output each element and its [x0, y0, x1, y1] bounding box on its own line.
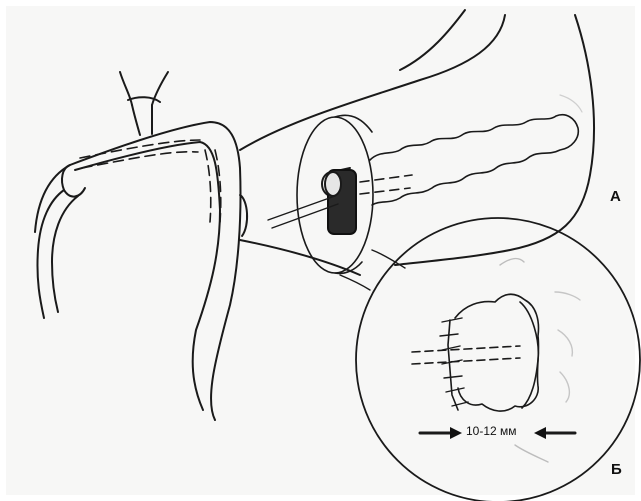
- faint-stroke-5: [515, 445, 548, 462]
- bowel-duct-dashes-down: [205, 150, 211, 222]
- arrow-left-head: [450, 427, 462, 439]
- duct-dashes-a2: [360, 188, 410, 194]
- stomach-lower-edge: [240, 240, 360, 275]
- arrow-right-head: [534, 427, 546, 439]
- panel-a-label: А: [610, 188, 621, 205]
- bowel-loop-inner: [75, 142, 220, 410]
- faint-stroke-3: [558, 330, 572, 356]
- duct-dashes-a1: [360, 175, 412, 182]
- panel-b-label: Б: [611, 461, 622, 478]
- vessel-trunk-left: [132, 105, 140, 135]
- faint-stroke-4: [560, 372, 569, 402]
- left-tube-inner: [52, 196, 78, 312]
- anastomosis-inner-edge: [520, 302, 538, 408]
- stomach-outline: [240, 15, 505, 150]
- measurement-label: 10-12 мм: [466, 424, 517, 438]
- pancreas-body: [370, 115, 578, 205]
- stomach-curve-right: [395, 15, 594, 265]
- zoom-connector-top: [372, 250, 405, 268]
- stent-cap: [325, 172, 341, 196]
- bowel-end: [62, 165, 85, 197]
- left-tube-outer: [37, 190, 64, 318]
- anastomosis-scalloped: [455, 294, 539, 411]
- duct-dashes-b1: [412, 346, 520, 352]
- faint-stroke-1: [500, 258, 524, 265]
- faint-stroke-2: [555, 292, 580, 300]
- stomach-fold: [400, 10, 465, 70]
- duct-dashes-b2: [412, 358, 520, 364]
- zoom-connector-bottom: [340, 275, 370, 290]
- faint-stroke-6: [560, 95, 582, 112]
